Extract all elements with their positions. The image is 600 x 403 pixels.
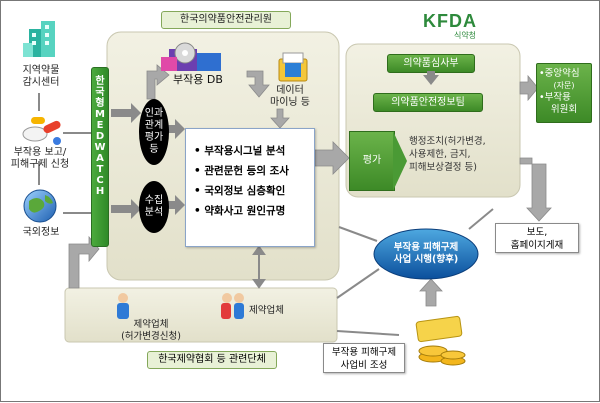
org-bottom-label: 한국제약협회 등 관련단체 <box>147 351 277 369</box>
medwatch-char: A <box>96 153 104 164</box>
arrow-to-committee <box>519 74 539 102</box>
medwatch-char: D <box>95 131 105 142</box>
arrow-to-mining <box>246 70 270 98</box>
relief-oval <box>373 228 479 280</box>
dept-arrow <box>423 75 439 85</box>
kfda-logo: KFDA 식약청 <box>415 11 485 41</box>
money-icon <box>415 315 466 366</box>
people-icon-left <box>117 293 129 319</box>
arrow-feedback-left <box>68 235 100 289</box>
activity-item: • 부작용시그널 분석 <box>194 145 286 157</box>
bottom-panel <box>64 287 338 343</box>
activities-box: • 부작용시그널 분석 • 관련문헌 등의 조사 • 국외정보 심층확인 • 약… <box>185 128 315 247</box>
people-icon-right <box>221 293 244 319</box>
publication-box: 보도,홈페이지게재 <box>495 223 579 253</box>
building-icon <box>23 21 55 57</box>
admin-actions: 행정조치(허가변경,사용제한, 금지,피해보상결정 등) <box>409 136 486 173</box>
medwatch-char: W <box>94 142 106 153</box>
org-top-label: 한국의약품안전관리원 <box>161 11 291 29</box>
medwatch-char: H <box>95 186 105 197</box>
medwatch-char: C <box>96 175 104 186</box>
medwatch-char: 형 <box>95 98 105 109</box>
pharma-left-label: 제약업체(허가변경신청) <box>121 319 181 342</box>
eval-box: 평가 <box>349 131 395 191</box>
medwatch-char: M <box>95 109 105 120</box>
arrow-fund-up <box>419 278 443 307</box>
folder-icon <box>278 52 308 82</box>
activity-item: • 국외정보 심층확인 <box>194 185 286 197</box>
kfda-logo-sub: 식약청 <box>453 31 477 40</box>
activity-item: • 약화사고 원인규명 <box>194 205 286 217</box>
medwatch-char: 국 <box>95 87 105 98</box>
arrow-to-kfda <box>314 141 350 175</box>
medwatch-char: 한 <box>95 76 105 87</box>
dept-arrow-stem <box>427 71 435 76</box>
medwatch-char: E <box>96 120 104 131</box>
source-foreign-info: 국외정보 <box>22 227 60 238</box>
dept-safety-info: 의약품안전정보팀 <box>373 93 483 112</box>
committee-box: •중앙약심 (자문) •부작용 위원회 <box>536 63 592 123</box>
db-label: 부작용 DB <box>173 73 223 86</box>
pills-icon <box>22 117 61 145</box>
eval-arrow <box>393 131 407 191</box>
db-icon <box>161 42 221 71</box>
kfda-logo-text: KFDA <box>423 11 477 31</box>
source-adverse-report: 부작용 보고/피해구제 신청 <box>10 147 70 170</box>
medwatch-char: T <box>96 164 104 175</box>
arrow-to-db <box>146 64 170 100</box>
arrow-mining-to-box <box>270 108 290 129</box>
pharma-right-label: 제약업체 <box>249 305 284 316</box>
activity-item: • 관련문헌 등의 조사 <box>194 165 289 177</box>
arrow-to-publication <box>519 157 552 222</box>
